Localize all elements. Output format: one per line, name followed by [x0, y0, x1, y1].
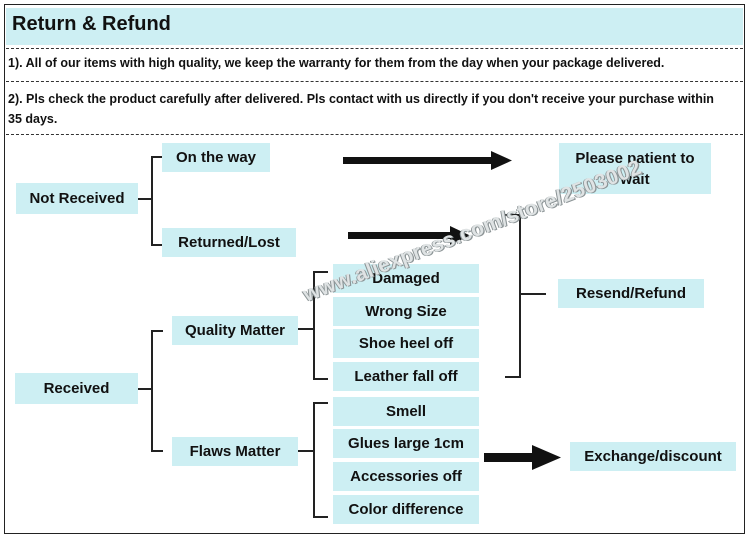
bracket-quality	[313, 271, 328, 380]
not-received-box: Not Received	[16, 183, 138, 214]
inspection-note-line1: 2). Pls check the product carefully afte…	[8, 92, 714, 106]
page-title: Return & Refund	[12, 13, 171, 35]
smell-box: Smell	[333, 397, 479, 426]
please-patient-box: Please patient to wait	[559, 143, 711, 194]
arrow-shaft-on-the-way	[343, 157, 493, 164]
arrow-head-returned	[450, 226, 470, 245]
accessories-off-box: Accessories off	[333, 462, 479, 491]
bracket-not-received	[151, 156, 162, 246]
color-difference-box: Color difference	[333, 495, 479, 524]
returned-lost-box: Returned/Lost	[162, 228, 296, 257]
quality-matter-box: Quality Matter	[172, 316, 298, 345]
arrow-shaft-flaws	[484, 453, 534, 462]
resend-refund-box: Resend/Refund	[558, 279, 704, 308]
damaged-box: Damaged	[333, 264, 479, 293]
wrong-size-box: Wrong Size	[333, 297, 479, 326]
bracket-received	[151, 330, 163, 452]
received-box: Received	[15, 373, 138, 404]
shoe-heel-off-box: Shoe heel off	[333, 329, 479, 358]
warranty-note: 1). All of our items with high quality, …	[8, 56, 665, 70]
inspection-note-line2: 35 days.	[8, 112, 58, 126]
curly-bracket-lower	[505, 294, 521, 378]
exchange-discount-box: Exchange/discount	[570, 442, 736, 471]
outer-frame	[4, 4, 745, 534]
header-bar	[6, 8, 743, 45]
arrow-head-on-the-way	[491, 151, 512, 170]
divider-middle	[6, 81, 743, 82]
leather-fall-off-box: Leather fall off	[333, 362, 479, 391]
curly-bracket-upper	[505, 214, 546, 295]
on-the-way-box: On the way	[162, 143, 270, 172]
divider-bottom	[6, 134, 743, 135]
bracket-flaws	[313, 402, 328, 518]
please-patient-line1: Please patient to	[575, 149, 695, 167]
glues-large-box: Glues large 1cm	[333, 429, 479, 458]
divider-top	[6, 48, 743, 49]
please-patient-line2: wait	[620, 170, 650, 188]
arrow-shaft-returned	[348, 232, 452, 239]
arrow-head-flaws	[532, 445, 561, 470]
flaws-matter-box: Flaws Matter	[172, 437, 298, 466]
